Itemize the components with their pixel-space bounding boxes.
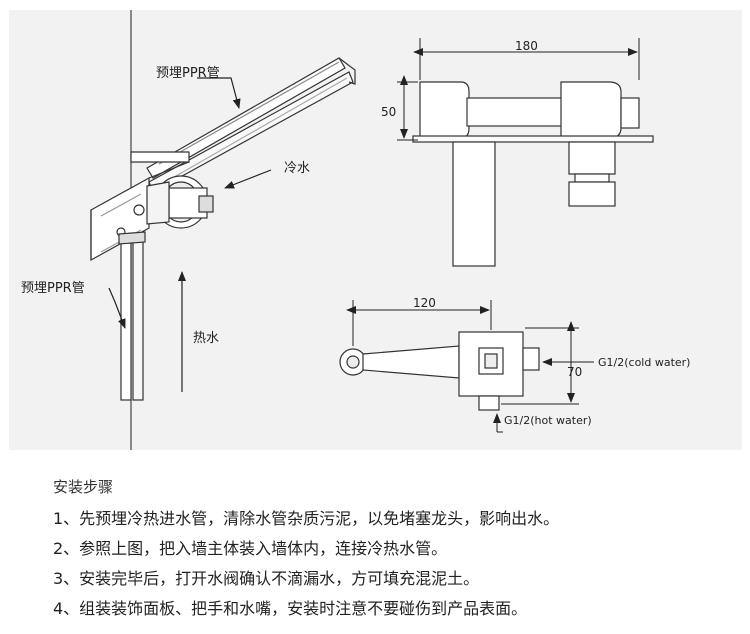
dimension-height-bottom: 70 xyxy=(567,365,582,379)
installation-steps: 安装步骤 1、先预埋冷热进水管，清除水管杂质污泥，以免堵塞龙头，影响出水。 2、… xyxy=(53,475,733,624)
mounting-plate-shape xyxy=(90,151,190,262)
wall-mount-isometric-drawing xyxy=(90,10,356,450)
step-2: 2、参照上图，把入墙主体装入墙体内，连接冷热水管。 xyxy=(53,539,448,558)
valve-body-shape xyxy=(116,175,214,237)
top-view-drawing xyxy=(339,331,540,411)
step-3: 3、安装完毕后，打开水阀确认不滴漏水，方可填充混泥土。 xyxy=(53,569,480,588)
hot-ppr-pipe-shape xyxy=(118,231,146,401)
label-hot-water-connection: G1/2(hot water) xyxy=(504,414,592,427)
installation-diagram-panel: 预埋PPR管 预埋PPR管 冷水 热水 180 50 xyxy=(9,10,742,450)
dimension-width-top: 180 xyxy=(515,39,538,53)
label-ppr-pipe-top: 预埋PPR管 xyxy=(156,66,220,81)
installation-diagram: 预埋PPR管 预埋PPR管 冷水 热水 180 50 xyxy=(21,10,690,450)
label-hot-water: 热水 xyxy=(193,331,219,346)
label-cold-water: 冷水 xyxy=(284,161,310,176)
step-4: 4、组装装饰面板、把手和水嘴，安装时注意不要碰伤到产品表面。 xyxy=(53,599,528,618)
step-1: 1、先预埋冷热进水管，清除水管杂质污泥，以免堵塞龙头，影响出水。 xyxy=(53,509,560,528)
label-ppr-pipe-left: 预埋PPR管 xyxy=(21,281,85,296)
label-cold-water-connection: G1/2(cold water) xyxy=(598,356,690,369)
dimension-height-top: 50 xyxy=(381,105,396,119)
top-ppr-pipe-shape xyxy=(146,57,356,193)
instructions-heading: 安装步骤 xyxy=(53,478,114,496)
dimension-width-bottom: 120 xyxy=(413,296,436,310)
front-view-drawing xyxy=(412,81,654,267)
